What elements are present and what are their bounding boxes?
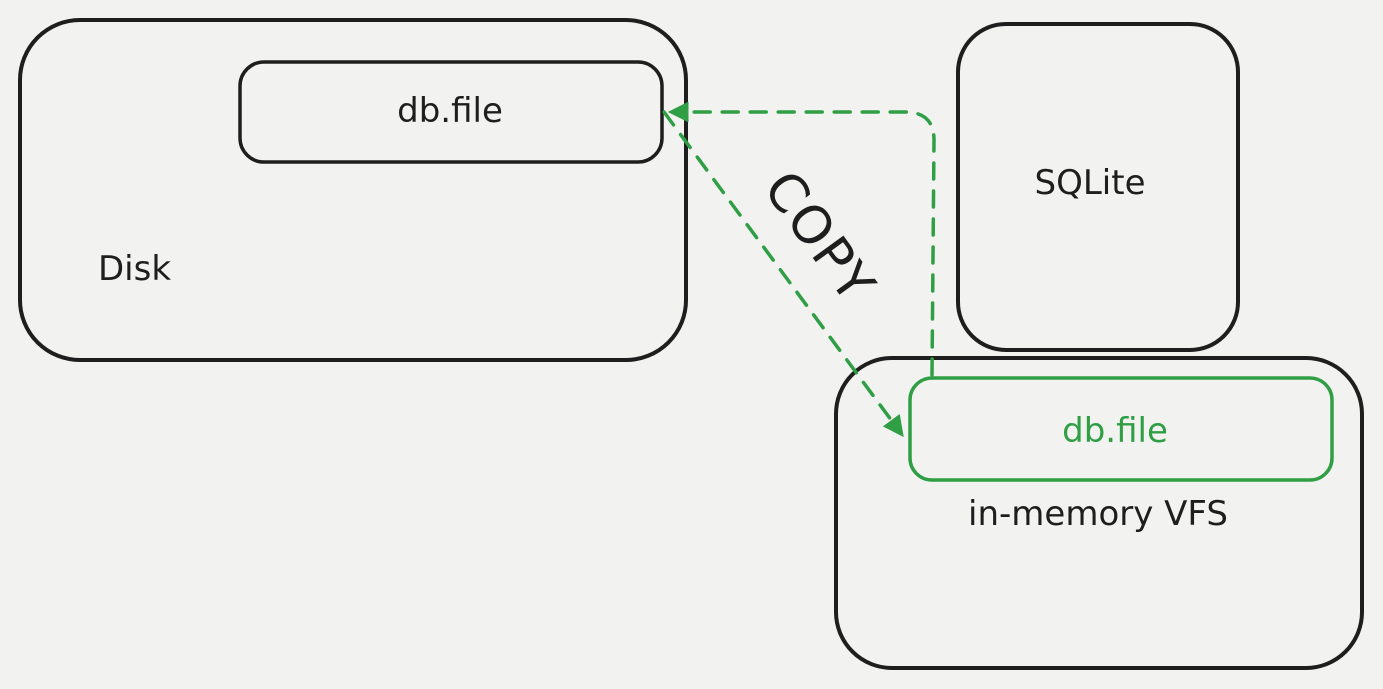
memory-file-label: db.file — [1062, 411, 1168, 451]
disk-file-label: db.file — [397, 91, 503, 131]
memory-vfs-box — [834, 356, 1364, 670]
disk-file-box — [238, 60, 664, 164]
disk-file-node: db.file — [238, 60, 664, 164]
disk-node: Disk — [18, 18, 688, 362]
memory-vfs-node: in-memory VFS — [834, 356, 1364, 670]
writeback-arrow — [667, 101, 936, 377]
sqlite-node: SQLite — [956, 22, 1240, 352]
memory-file-box — [908, 376, 1334, 482]
sqlite-label: SQLite — [1035, 163, 1146, 203]
memory-vfs-label: in-memory VFS — [968, 494, 1228, 534]
memory-file-node: db.file — [908, 376, 1334, 482]
sqlite-box — [956, 22, 1240, 352]
copy-arrow — [662, 110, 904, 438]
disk-box — [18, 18, 688, 362]
disk-label: Disk — [98, 249, 171, 289]
copy-label: COPY — [751, 160, 886, 314]
